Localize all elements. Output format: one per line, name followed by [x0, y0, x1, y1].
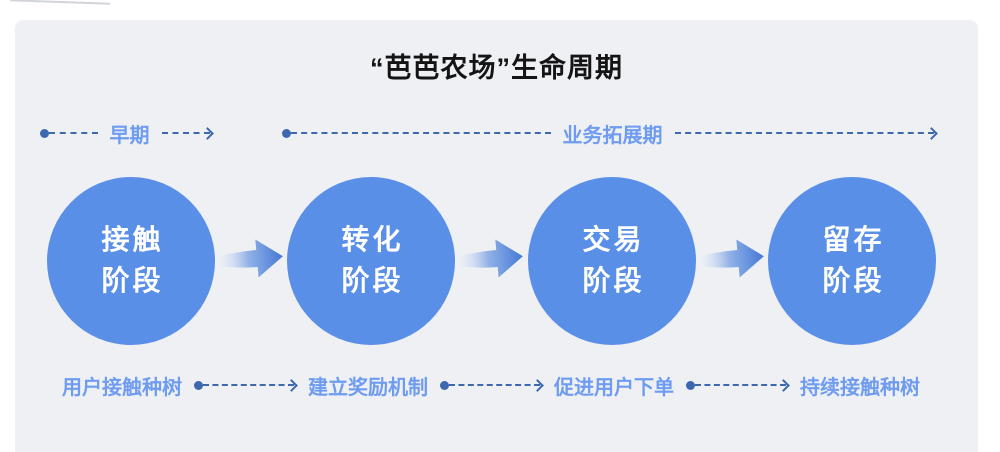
timeline-phase-expansion: 业务拓展期	[282, 124, 938, 147]
flow-arrow-icon	[218, 239, 283, 278]
timeline-dashed-line	[449, 384, 540, 386]
timeline-dot-icon	[40, 128, 49, 138]
chevron-right-icon	[285, 378, 298, 392]
timeline-phase-early: 早期	[40, 124, 214, 147]
diagram-title: “芭芭农场”生命周期	[370, 53, 623, 83]
chevron-right-icon	[201, 126, 214, 140]
timeline-dashed-line	[674, 132, 934, 134]
timeline-phase-label: 业务拓展期	[562, 124, 663, 147]
stage-action-label: 促进用户下单	[554, 376, 674, 399]
stage-action-label: 用户接触种树	[62, 376, 182, 399]
timeline-dot-icon	[440, 380, 449, 390]
timeline-dashed-line	[49, 132, 98, 134]
stage-name-line2: 阶段	[822, 265, 885, 296]
stage-action-label: 持续接触种树	[800, 376, 920, 399]
stage-name-line1: 转化	[341, 224, 404, 256]
timeline-phase-label: 早期	[109, 124, 150, 147]
timeline-dashed-line	[203, 384, 294, 386]
action-dashed-arrow	[440, 378, 544, 392]
timeline-dot-icon	[194, 380, 203, 390]
timeline-dot-icon	[686, 380, 695, 390]
flow-arrow-icon	[699, 239, 764, 278]
stage-name-line2: 阶段	[582, 265, 645, 296]
timeline-dashed-line	[695, 384, 786, 386]
action-dashed-arrow	[194, 378, 298, 392]
chevron-right-icon	[531, 378, 544, 392]
stage-action-label: 建立奖励机制	[308, 376, 428, 399]
timeline-dot-icon	[282, 128, 291, 138]
stage-circle-retention: 留存 阶段	[768, 177, 936, 345]
stage-name-line1: 交易	[582, 224, 645, 256]
stage-name-line1: 留存	[822, 224, 885, 256]
stage-circle-conversion: 转化 阶段	[287, 177, 455, 345]
stage-name-line1: 接触	[101, 224, 164, 256]
chevron-right-icon	[777, 378, 790, 392]
stage-circle-transaction: 交易 阶段	[528, 177, 696, 345]
stage-name-line2: 阶段	[101, 265, 164, 296]
stage-circle-contact: 接触 阶段	[47, 177, 215, 345]
stage-name-line2: 阶段	[341, 265, 404, 296]
timeline-dashed-line	[161, 132, 210, 134]
flow-arrow-icon	[458, 239, 523, 278]
action-row: 用户接触种树 建立奖励机制 促进用户下单 持续接触种树	[62, 371, 920, 399]
screenshot-edge-artifact	[9, 0, 111, 11]
chevron-right-icon	[925, 126, 938, 140]
timeline-dashed-line	[291, 132, 551, 134]
action-dashed-arrow	[686, 378, 790, 392]
